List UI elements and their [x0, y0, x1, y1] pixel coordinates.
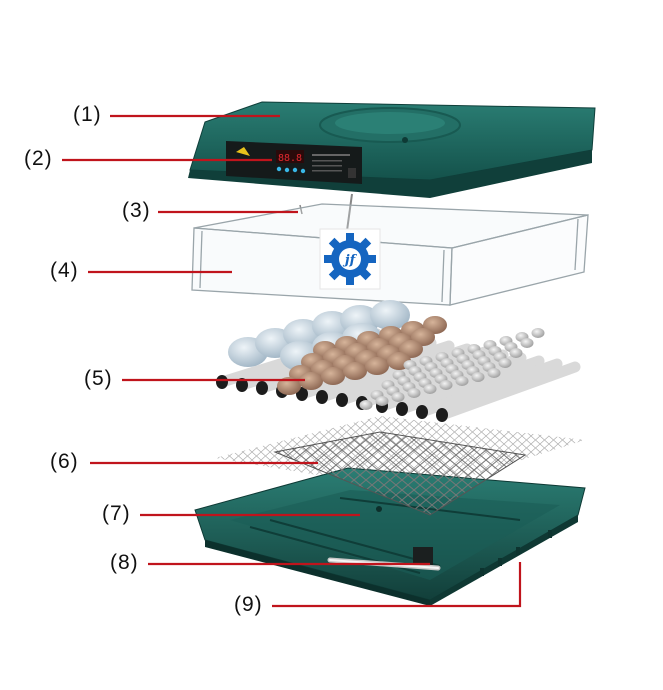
chicken-egg — [365, 357, 389, 375]
quail-egg — [359, 400, 373, 410]
roller-end — [396, 402, 408, 416]
control-button — [292, 167, 298, 173]
quail-egg — [531, 328, 545, 338]
roller-end — [416, 405, 428, 419]
roller-end — [236, 378, 248, 392]
roller — [396, 355, 545, 415]
roller — [436, 361, 581, 421]
roller-end — [216, 375, 228, 389]
base-tray — [194, 467, 586, 606]
quail-egg — [407, 388, 421, 398]
callout-label-8: (8) — [110, 551, 139, 574]
brand-logo: jf — [319, 228, 381, 290]
quail-egg — [455, 376, 469, 386]
control-button — [300, 168, 306, 174]
roller — [416, 358, 563, 418]
quail-egg — [520, 338, 534, 348]
callout-label-3: (3) — [122, 199, 151, 222]
leader-lines — [62, 114, 522, 608]
quail-egg — [375, 396, 389, 406]
chicken-egg — [277, 377, 301, 395]
callout-label-9: (9) — [234, 593, 263, 616]
chicken-egg — [343, 362, 367, 380]
roller-end — [256, 381, 268, 395]
quail-egg — [498, 358, 512, 368]
wire-grid — [273, 431, 527, 516]
control-button — [284, 167, 290, 173]
power-switch — [348, 168, 356, 178]
quail-egg — [509, 348, 523, 358]
svg-text:jf: jf — [342, 253, 358, 268]
quail-egg — [423, 384, 437, 394]
quail-egg — [487, 368, 501, 378]
control-button — [276, 166, 282, 172]
roller-end — [316, 390, 328, 404]
quail-egg — [439, 380, 453, 390]
duck-egg — [370, 300, 410, 330]
callout-label-4: (4) — [50, 259, 79, 282]
temperature-display — [276, 150, 304, 163]
control-panel: 88.8 — [226, 141, 362, 184]
quail-egg — [471, 372, 485, 382]
leader-line-9 — [272, 562, 522, 608]
roller-end — [336, 393, 348, 407]
chicken-egg — [321, 367, 345, 385]
chicken-egg — [299, 372, 323, 390]
callout-label-2: (2) — [24, 147, 53, 170]
egg-tray-rollers — [216, 300, 581, 422]
callout-label-7: (7) — [102, 502, 131, 525]
callout-label-6: (6) — [50, 450, 79, 473]
quail-egg — [391, 392, 405, 402]
water-channel — [413, 547, 433, 565]
roller-end — [436, 408, 448, 422]
callout-label-1: (1) — [73, 103, 102, 126]
warning-icon — [236, 147, 250, 156]
transparent-shell — [191, 203, 589, 306]
svg-text:88.8: 88.8 — [278, 153, 302, 164]
callout-label-5: (5) — [84, 367, 113, 390]
roller — [376, 352, 527, 412]
support-feet — [480, 530, 552, 576]
